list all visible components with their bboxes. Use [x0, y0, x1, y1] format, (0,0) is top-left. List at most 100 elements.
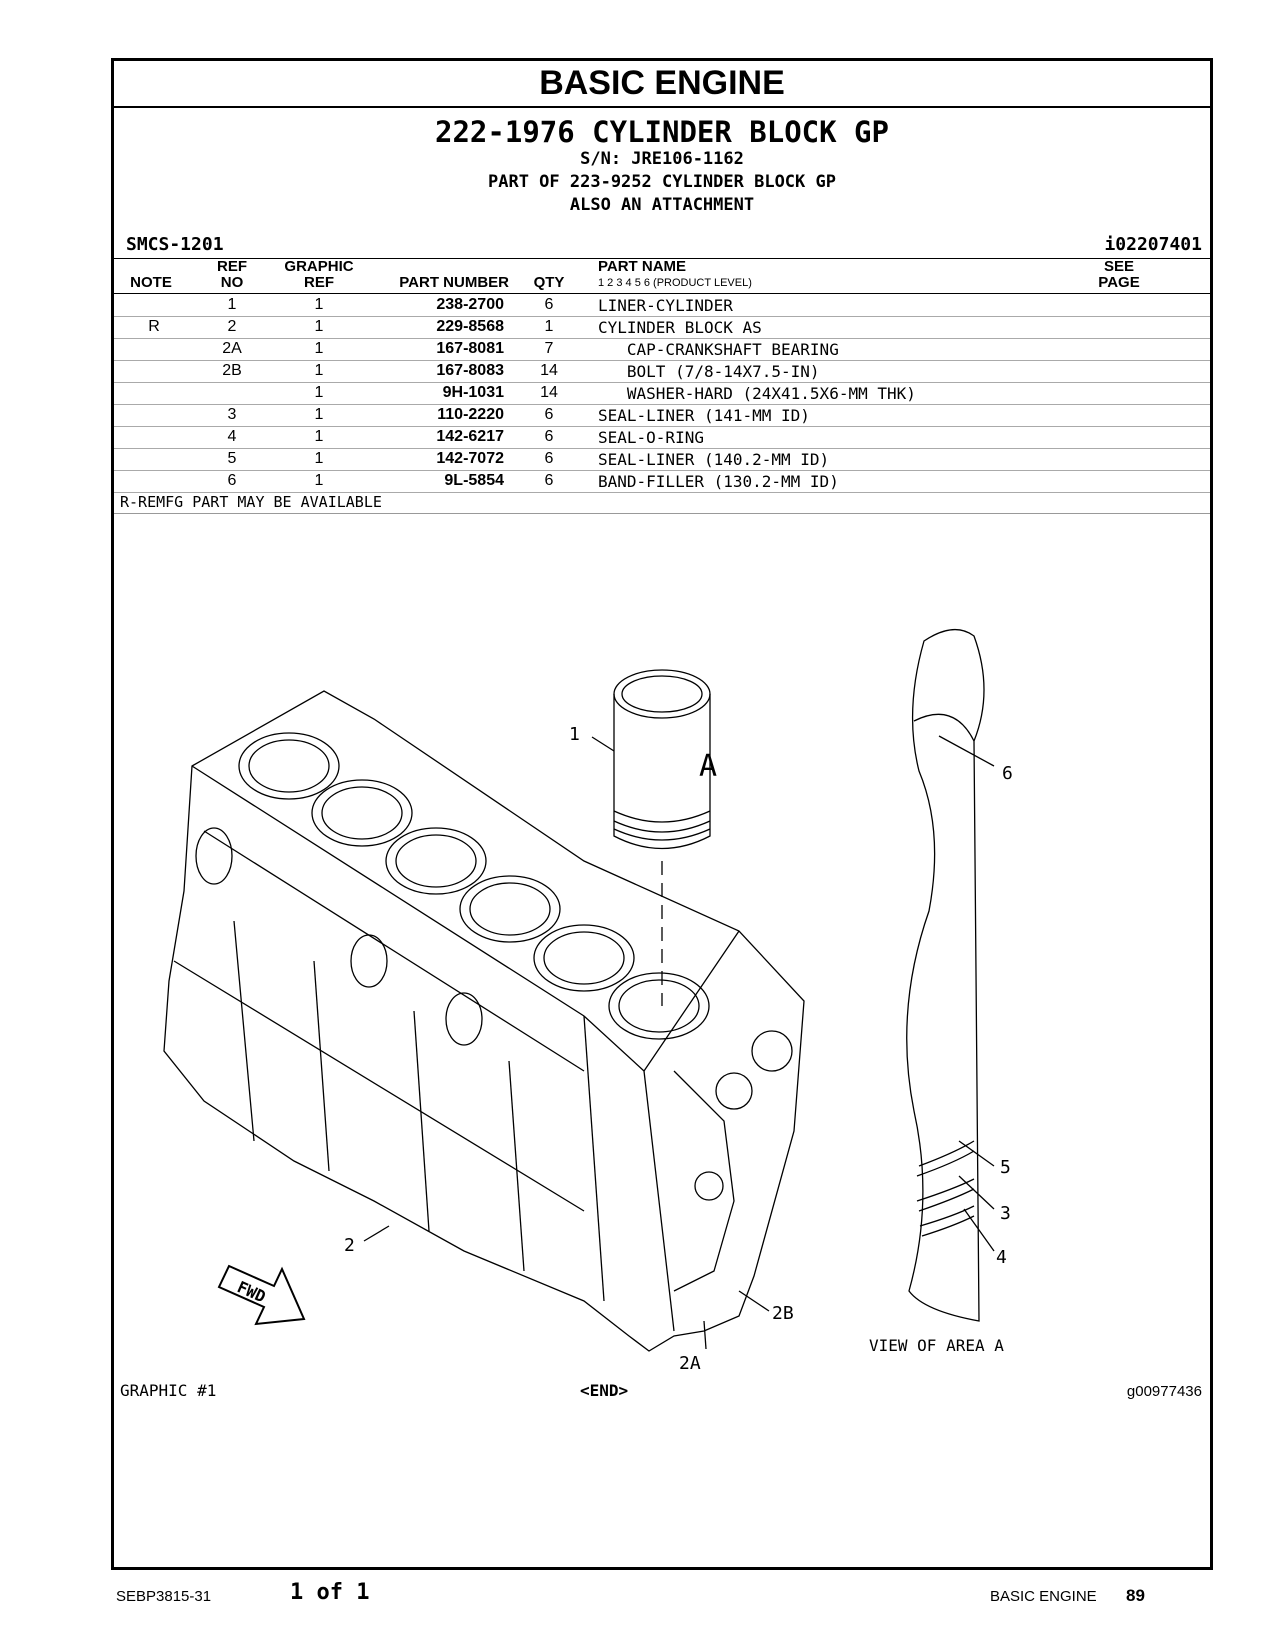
table-row: 2B 1 167-8083 14 BOLT (7/8-14X7.5-IN) — [114, 360, 1210, 383]
graphic-cell: 1 — [314, 318, 324, 335]
header-part-number: PART NUMBER — [399, 274, 509, 291]
callout-2b: 2B — [772, 1303, 794, 1324]
header-ref-bottom: NO — [220, 274, 244, 291]
table-row: 1 1 238-2700 6 LINER-CYLINDER — [114, 294, 1210, 317]
qty-cell: 1 — [544, 318, 554, 335]
ref-cell: 1 — [227, 296, 237, 313]
graphic-id: g00977436 — [1126, 1383, 1202, 1400]
header-part-name: PART NAME — [598, 258, 687, 275]
cylinder-liner-illustration — [613, 669, 711, 1006]
callout-1: 1 — [569, 724, 580, 745]
table-row: 5 1 142-7072 6 SEAL-LINER (140.2-MM ID) — [114, 448, 1210, 471]
ref-cell: 3 — [227, 406, 237, 423]
table-row: 6 1 9L-5854 6 BAND-FILLER (130.2-MM ID) — [114, 470, 1210, 493]
graphic-cell: 1 — [314, 450, 324, 467]
callout-5: 5 — [1000, 1157, 1011, 1178]
ref-cell: 2 — [227, 318, 237, 335]
callout-3: 3 — [1000, 1203, 1011, 1224]
qty-cell: 7 — [544, 340, 554, 357]
cylinder-bores — [238, 732, 710, 1040]
graphic-cell: 1 — [314, 362, 324, 379]
fwd-arrow-icon — [217, 1264, 306, 1326]
part-number-cell: 9L-5854 — [444, 472, 504, 489]
part-number-cell: 229-8568 — [436, 318, 504, 335]
qty-cell: 14 — [540, 384, 558, 401]
ref-cell: 4 — [227, 428, 237, 445]
group-title: 222-1976 CYLINDER BLOCK GP — [435, 115, 889, 149]
callout-6: 6 — [1002, 763, 1013, 784]
part-of-note: PART OF 223-9252 CYLINDER BLOCK GP — [488, 172, 836, 192]
ref-cell: 2A — [222, 340, 242, 357]
part-number-cell: 167-8081 — [436, 340, 504, 357]
graphic-cell: 1 — [314, 406, 324, 423]
header-graphic-bottom: REF — [304, 274, 334, 291]
exploded-view-drawing: 1 A 2 2A 2B 6 5 3 4 FWD VIEW OF AREA A — [163, 629, 1013, 1374]
graphic-cell: 1 — [314, 384, 324, 401]
qty-cell: 6 — [544, 406, 554, 423]
graphic-cell: 1 — [314, 340, 324, 357]
header-note: NOTE — [130, 274, 172, 291]
header-ref-top: REF — [217, 258, 247, 275]
qty-cell: 6 — [544, 296, 554, 313]
footer-page-number: 89 — [1126, 1586, 1145, 1605]
footer-document-number: SEBP3815-31 — [116, 1588, 212, 1605]
part-name-cell: CAP-CRANKSHAFT BEARING — [598, 340, 839, 359]
area-a-seal-profile — [906, 629, 985, 1322]
part-number-cell: 9H-1031 — [442, 384, 504, 401]
document-id: i02207401 — [1104, 234, 1202, 255]
callout-a: A — [699, 749, 717, 784]
graphic-cell: 1 — [314, 296, 324, 313]
callout-2: 2 — [344, 1235, 355, 1256]
table-row: 2A 1 167-8081 7 CAP-CRANKSHAFT BEARING — [114, 338, 1210, 361]
table-end-rule — [114, 513, 1210, 514]
ref-cell: 5 — [227, 450, 237, 467]
attachment-note: ALSO AN ATTACHMENT — [569, 195, 755, 215]
header-see-bottom: PAGE — [1098, 274, 1140, 291]
serial-number: S/N: JRE106-1162 — [580, 149, 744, 169]
part-name-cell: BOLT (7/8-14X7.5-IN) — [598, 362, 820, 381]
footer-section: BASIC ENGINE — [990, 1588, 1097, 1605]
graphic-label: GRAPHIC #1 — [120, 1381, 217, 1400]
footer-page-count: 1 of 1 — [290, 1580, 370, 1605]
callout-leaders — [363, 735, 995, 1350]
end-marker: <END> — [580, 1381, 629, 1400]
part-number-cell: 110-2220 — [437, 406, 504, 423]
graphic-cell: 1 — [314, 428, 324, 445]
view-of-area-a-label: VIEW OF AREA A — [869, 1336, 1004, 1355]
part-number-cell: 142-7072 — [436, 450, 504, 467]
part-name-cell: LINER-CYLINDER — [598, 296, 733, 315]
ref-cell: 2B — [222, 362, 242, 379]
table-row: R 2 1 229-8568 1 CYLINDER BLOCK AS — [114, 316, 1210, 339]
callout-4: 4 — [996, 1247, 1007, 1268]
part-number-cell: 142-6217 — [436, 428, 504, 445]
page-frame: BASIC ENGINE 222-1976 CYLINDER BLOCK GP … — [111, 58, 1213, 1570]
remfg-note: R-REMFG PART MAY BE AVAILABLE — [120, 493, 382, 511]
qty-cell: 14 — [540, 362, 558, 379]
cylinder-block-illustration — [163, 690, 805, 1352]
table-row: 3 1 110-2220 6 SEAL-LINER (141-MM ID) — [114, 404, 1210, 427]
ref-cell: 6 — [227, 472, 237, 489]
header-qty: QTY — [533, 274, 565, 291]
part-name-cell: CYLINDER BLOCK AS — [598, 318, 762, 337]
header-product-level: 1 2 3 4 5 6 (PRODUCT LEVEL) — [598, 277, 752, 289]
header-graphic-top: GRAPHIC — [284, 258, 354, 275]
qty-cell: 6 — [544, 450, 554, 467]
part-name-cell: SEAL-LINER (140.2-MM ID) — [598, 450, 830, 469]
callout-2a: 2A — [679, 1353, 701, 1374]
note-cell: R — [148, 318, 160, 335]
header-rule-bottom — [114, 293, 1210, 294]
table-row: 1 9H-1031 14 WASHER-HARD (24X41.5X6-MM T… — [114, 382, 1210, 405]
qty-cell: 6 — [544, 428, 554, 445]
qty-cell: 6 — [544, 472, 554, 489]
part-name-cell: BAND-FILLER (130.2-MM ID) — [598, 472, 839, 491]
section-title: BASIC ENGINE — [114, 61, 1210, 108]
part-number-cell: 238-2700 — [436, 296, 504, 313]
header-rule-top — [114, 258, 1210, 259]
part-number-cell: 167-8083 — [436, 362, 504, 379]
smcs-code: SMCS-1201 — [126, 234, 224, 255]
part-name-cell: SEAL-LINER (141-MM ID) — [598, 406, 810, 425]
header-see-top: SEE — [1103, 258, 1134, 275]
table-row: 4 1 142-6217 6 SEAL-O-RING — [114, 426, 1210, 449]
part-name-cell: WASHER-HARD (24X41.5X6-MM THK) — [598, 384, 916, 403]
graphic-cell: 1 — [314, 472, 324, 489]
